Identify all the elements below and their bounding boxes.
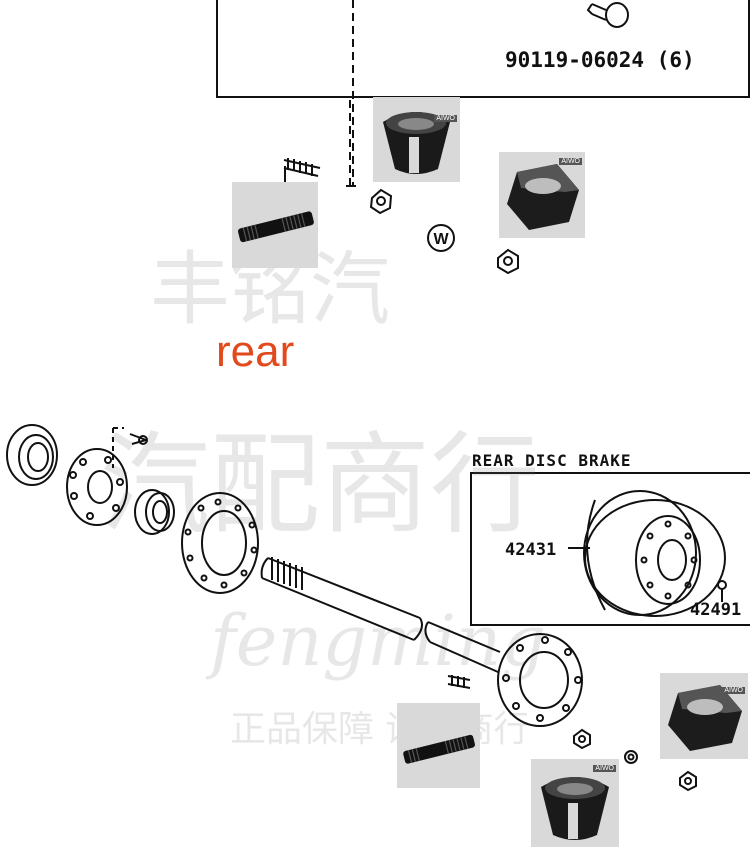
screw-icon-brake	[717, 580, 727, 602]
rear-disc-brake-box	[470, 472, 750, 626]
stud-icon-top	[283, 158, 321, 177]
photo-cone-washer-top: AIWO	[373, 97, 460, 182]
washer-icon-bottom	[624, 750, 638, 764]
top-callout-box	[216, 0, 750, 98]
axle-flange-icon	[497, 633, 583, 727]
washer-symbol: W	[433, 231, 449, 248]
screw-icon-rear	[129, 433, 148, 445]
backing-plate-icon	[181, 492, 259, 594]
photo-stud-bolt-top	[232, 182, 318, 268]
bearing-icon	[134, 489, 175, 535]
oil-seal-icon	[6, 424, 58, 486]
photo-hex-nut-top: AIWO	[499, 152, 585, 238]
section-title-rear: rear	[216, 327, 295, 376]
watermark-chinese-mid: 汽配商行	[100, 421, 540, 549]
nut-icon-top-right	[497, 248, 519, 275]
photo-badge: AIWO	[559, 158, 582, 165]
photo-hex-nut-bottom: AIWO	[660, 673, 748, 759]
bolt-part-number: 90119-06024 (6)	[505, 48, 695, 72]
washer-icon	[427, 224, 455, 252]
photo-badge: AIWO	[722, 687, 745, 694]
axle-shaft-icon	[260, 557, 501, 673]
rear-disc-brake-heading: REAR DISC BRAKE	[472, 451, 632, 470]
photo-badge: AIWO	[593, 765, 616, 772]
bolt-icon	[586, 2, 629, 28]
photo-badge: AIWO	[434, 115, 457, 122]
nut-icon-top	[369, 188, 393, 215]
nut-icon-bottom	[573, 728, 591, 750]
photo-stud-bolt-bottom	[397, 703, 480, 788]
photo-cone-washer-bottom: AIWO	[531, 759, 619, 847]
screw-part-number: 42491	[690, 600, 742, 620]
nut-icon-bottom-right	[679, 770, 697, 792]
stud-icon-bottom	[447, 675, 471, 689]
retainer-plate-icon	[66, 448, 128, 526]
brake-rotor-icon	[583, 490, 726, 617]
rotor-part-number: 42431	[505, 540, 557, 560]
